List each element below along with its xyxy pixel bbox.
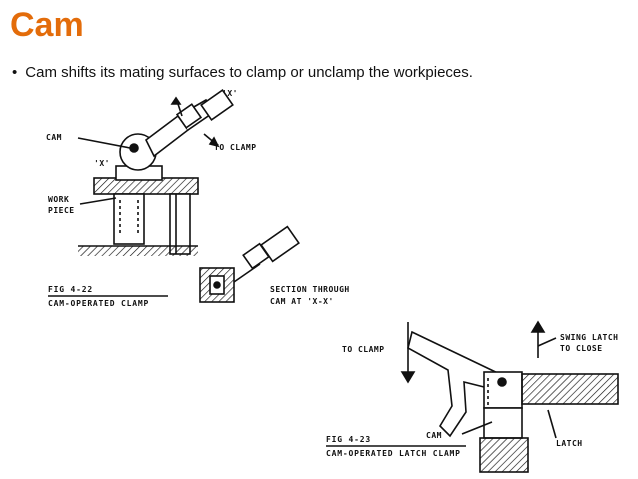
- slide-title: Cam: [10, 6, 84, 44]
- caption-number-1: FIG 4-22: [48, 285, 93, 294]
- bullet-text: Cam shifts its mating surfaces to clamp …: [25, 64, 473, 81]
- bullet-symbol: •: [12, 64, 18, 81]
- label-cam-2: CAM: [426, 431, 442, 440]
- figure-2-drawing: TO CLAMP SWING LATCH TO CLOSE CAM LATCH …: [326, 320, 619, 473]
- caption-title-1: CAM-OPERATED CLAMP: [48, 299, 149, 308]
- label-x-left: 'X': [94, 159, 110, 168]
- caption-number-2: FIG 4-23: [326, 435, 371, 444]
- label-cam: CAM: [46, 133, 62, 142]
- figure-cam-operated-clamp: CAM 'X' 'X' TO CLAMP WORK PIECE SECTION …: [38, 86, 378, 318]
- label-work: WORK: [48, 195, 69, 204]
- label-to-clamp: TO CLAMP: [214, 143, 257, 152]
- figure-cam-operated-latch-clamp: TO CLAMP SWING LATCH TO CLOSE CAM LATCH …: [316, 318, 632, 474]
- label-swing-2: TO CLOSE: [560, 344, 603, 353]
- label-section-2: CAM AT 'X-X': [270, 297, 334, 306]
- label-to-clamp-2: TO CLAMP: [342, 345, 385, 354]
- figure-1-drawing: CAM 'X' 'X' TO CLAMP WORK PIECE SECTION …: [46, 89, 350, 308]
- caption-title-2: CAM-OPERATED LATCH CLAMP: [326, 449, 461, 458]
- label-latch: LATCH: [556, 439, 583, 448]
- label-x-top: 'X': [222, 89, 238, 98]
- bullet-item: • Cam shifts its mating surfaces to clamp…: [12, 64, 473, 81]
- label-section-1: SECTION THROUGH: [270, 285, 350, 294]
- label-swing-1: SWING LATCH: [560, 333, 618, 342]
- label-piece: PIECE: [48, 206, 75, 215]
